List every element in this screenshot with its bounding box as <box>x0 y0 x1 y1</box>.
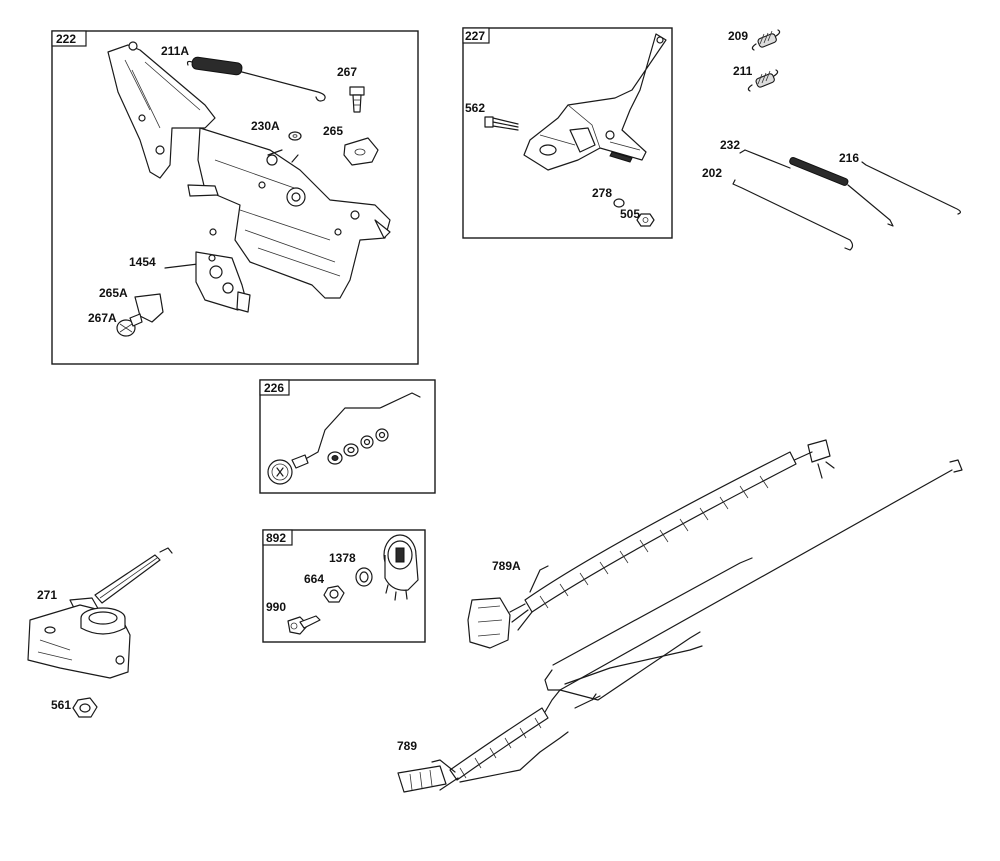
label-562: 562 <box>465 101 485 115</box>
spring-211-illustration <box>747 69 779 92</box>
wire-harness-789-illustration: 789 <box>397 459 963 793</box>
label-990: 990 <box>266 600 286 614</box>
label-789A: 789A <box>492 559 521 573</box>
label-230A: 230A <box>251 119 280 133</box>
choke-nuts-illustration <box>327 428 389 465</box>
box-226: 226 <box>259 379 436 494</box>
nut-664-illustration <box>323 585 345 603</box>
label-1378: 1378 <box>329 551 356 565</box>
label-232: 232 <box>720 138 740 152</box>
label-789: 789 <box>397 739 417 753</box>
washer-230A-illustration <box>288 131 302 141</box>
washer-278-illustration <box>613 198 625 208</box>
screw-267A-illustration <box>116 313 143 337</box>
label-211: 211 <box>733 64 753 78</box>
box-892-tag: 892 <box>266 531 286 545</box>
label-265: 265 <box>323 124 343 138</box>
box-227-tag: 227 <box>465 29 485 43</box>
bolt-562-illustration <box>484 116 519 131</box>
label-209: 209 <box>728 29 748 43</box>
rod-202-illustration <box>732 179 854 251</box>
throttle-control-271-illustration: 271 <box>27 547 173 679</box>
label-211A: 211A <box>161 44 189 58</box>
spring-209-illustration <box>751 29 781 51</box>
label-1454: 1454 <box>129 255 156 269</box>
clip-265A-illustration <box>134 293 164 323</box>
choke-cable-illustration <box>267 392 421 485</box>
key-990-illustration <box>287 615 321 635</box>
label-278: 278 <box>592 186 612 200</box>
switch-1454-illustration <box>164 251 251 313</box>
ignition-switch-1378-illustration <box>383 534 419 601</box>
label-561: 561 <box>51 698 71 712</box>
rod-216-illustration <box>861 161 961 215</box>
label-505: 505 <box>620 207 640 221</box>
spring-211A-illustration <box>186 56 326 102</box>
nut-561-illustration: 561 <box>51 697 98 718</box>
nut-505-illustration <box>636 213 655 227</box>
label-216: 216 <box>839 151 859 165</box>
lock-washer-illustration <box>355 567 373 587</box>
label-267A: 267A <box>88 311 117 325</box>
wire-harness-789A-illustration: 789A <box>467 439 835 649</box>
label-265A: 265A <box>99 286 128 300</box>
box-222: 222 <box>51 30 419 365</box>
label-664: 664 <box>304 572 324 586</box>
box-892: 892 1378 664 990 <box>262 529 426 643</box>
box-227: 227 562 278 505 <box>462 27 673 239</box>
label-202: 202 <box>702 166 722 180</box>
box-226-tag: 226 <box>264 381 284 395</box>
throttle-lever-illustration <box>523 33 667 171</box>
clip-265-illustration <box>343 137 379 166</box>
rod-232-illustration <box>739 149 894 227</box>
label-271: 271 <box>37 588 57 602</box>
label-267: 267 <box>337 65 357 79</box>
bolt-267-illustration <box>349 86 365 113</box>
control-bracket-illustration <box>107 41 391 299</box>
springs-and-rods: 209 211 232 216 202 <box>702 29 961 251</box>
box-222-tag: 222 <box>56 32 76 46</box>
